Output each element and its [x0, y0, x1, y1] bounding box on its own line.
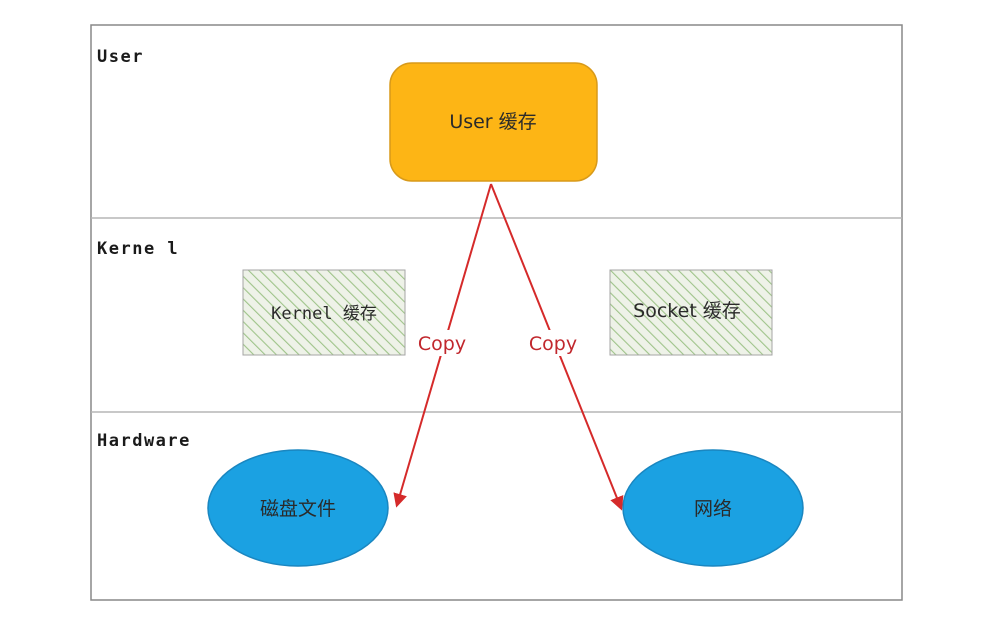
- layer-label-kernel: Kerne l: [97, 239, 179, 259]
- layer-label-hardware: Hardware: [97, 431, 191, 451]
- disk-file-node: [207, 449, 389, 567]
- user-cache-node: [389, 62, 598, 182]
- socket-cache-label: Socket 缓存: [633, 300, 741, 322]
- copy-label-left-bg: [413, 330, 471, 356]
- copy-label-right: Copy: [529, 333, 577, 355]
- copy-label-right-bg: [524, 330, 582, 356]
- copy-label-left: Copy: [418, 333, 466, 355]
- socket-cache-node: [609, 269, 773, 356]
- kernel-cache-node: [242, 269, 406, 356]
- layer-label-user: User: [97, 47, 144, 67]
- disk-file-label: 磁盘文件: [260, 498, 336, 520]
- kernel-cache-label: Kernel 缓存: [271, 304, 377, 324]
- user-cache-label: User 缓存: [449, 111, 536, 133]
- network-label: 网络: [694, 498, 732, 520]
